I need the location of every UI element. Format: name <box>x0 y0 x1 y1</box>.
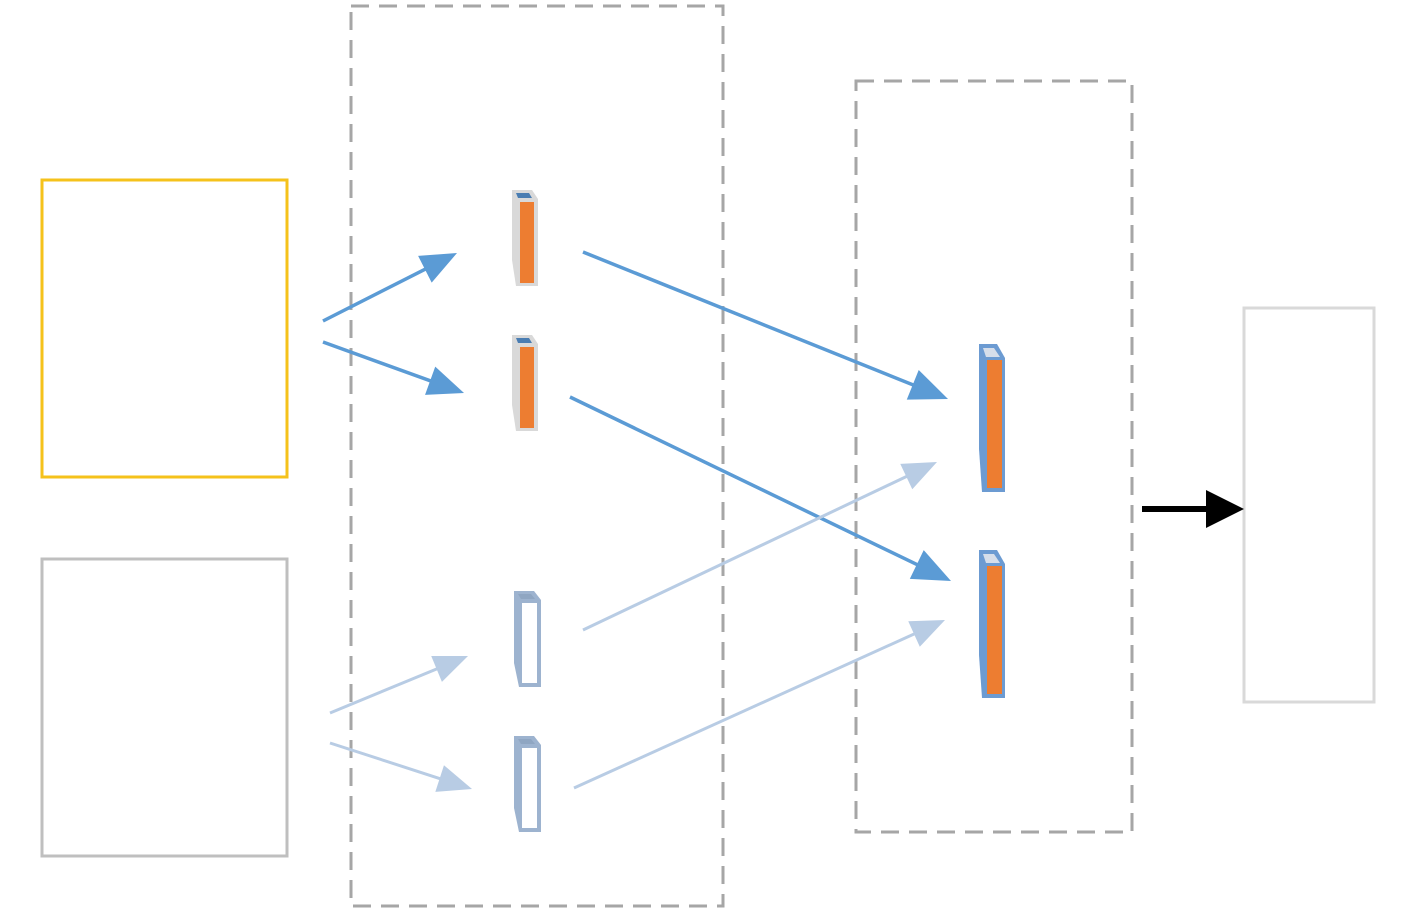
active-input-box <box>40 178 289 479</box>
output-box <box>1242 306 1376 704</box>
arrow-to-output-head <box>1206 490 1244 528</box>
arrow-inactive-feature-2-to-fused-2-shaft <box>573 631 917 790</box>
inactive-feature-bar-2-cap <box>518 739 535 744</box>
arrow-inactive-input-to-feature-2-head <box>435 765 472 792</box>
arrow-inactive-input-to-feature-1-shaft <box>329 666 439 715</box>
arrow-inactive-input-to-feature-2-shaft <box>329 741 443 781</box>
arrow-inactive-input-to-feature-1-head <box>431 656 468 682</box>
active-feature-bar-1 <box>520 202 534 283</box>
arrow-feature-1-to-fused-1-shaft <box>582 250 916 388</box>
inactive-feature-bar-1 <box>522 603 537 683</box>
feature-extraction-group <box>349 4 725 908</box>
arrow-inactive-feature-1-to-fused-1-shaft <box>582 474 909 632</box>
arrow-input-to-feature-2-head <box>425 366 464 395</box>
arrow-feature-2-to-fused-2-head <box>909 550 951 581</box>
fusion-group <box>854 79 1134 834</box>
fused-feature-bar-1 <box>987 360 1002 488</box>
arrow-input-to-feature-1-head <box>418 253 457 283</box>
fused-feature-bar-1-cap <box>983 348 1000 357</box>
active-feature-bar-2 <box>520 347 534 428</box>
active-feature-bar-2-cap <box>516 338 532 343</box>
arrow-input-to-feature-2-shaft <box>322 340 433 384</box>
inactive-feature-bar-2 <box>522 748 537 828</box>
inactive-input-box <box>40 557 289 858</box>
fused-feature-bar-2-cap <box>983 554 1000 563</box>
arrow-feature-2-to-fused-2-shaft <box>569 395 920 567</box>
arrow-input-to-feature-1-shaft <box>322 266 428 323</box>
arrow-feature-1-to-fused-1-head <box>906 369 948 400</box>
fused-feature-bar-2 <box>987 566 1002 694</box>
active-feature-bar-1-cap <box>516 193 532 198</box>
arrow-inactive-feature-1-to-fused-1-head <box>900 462 937 490</box>
arrow-inactive-feature-2-to-fused-2-head <box>908 620 945 647</box>
inactive-feature-bar-1-cap <box>518 594 535 599</box>
